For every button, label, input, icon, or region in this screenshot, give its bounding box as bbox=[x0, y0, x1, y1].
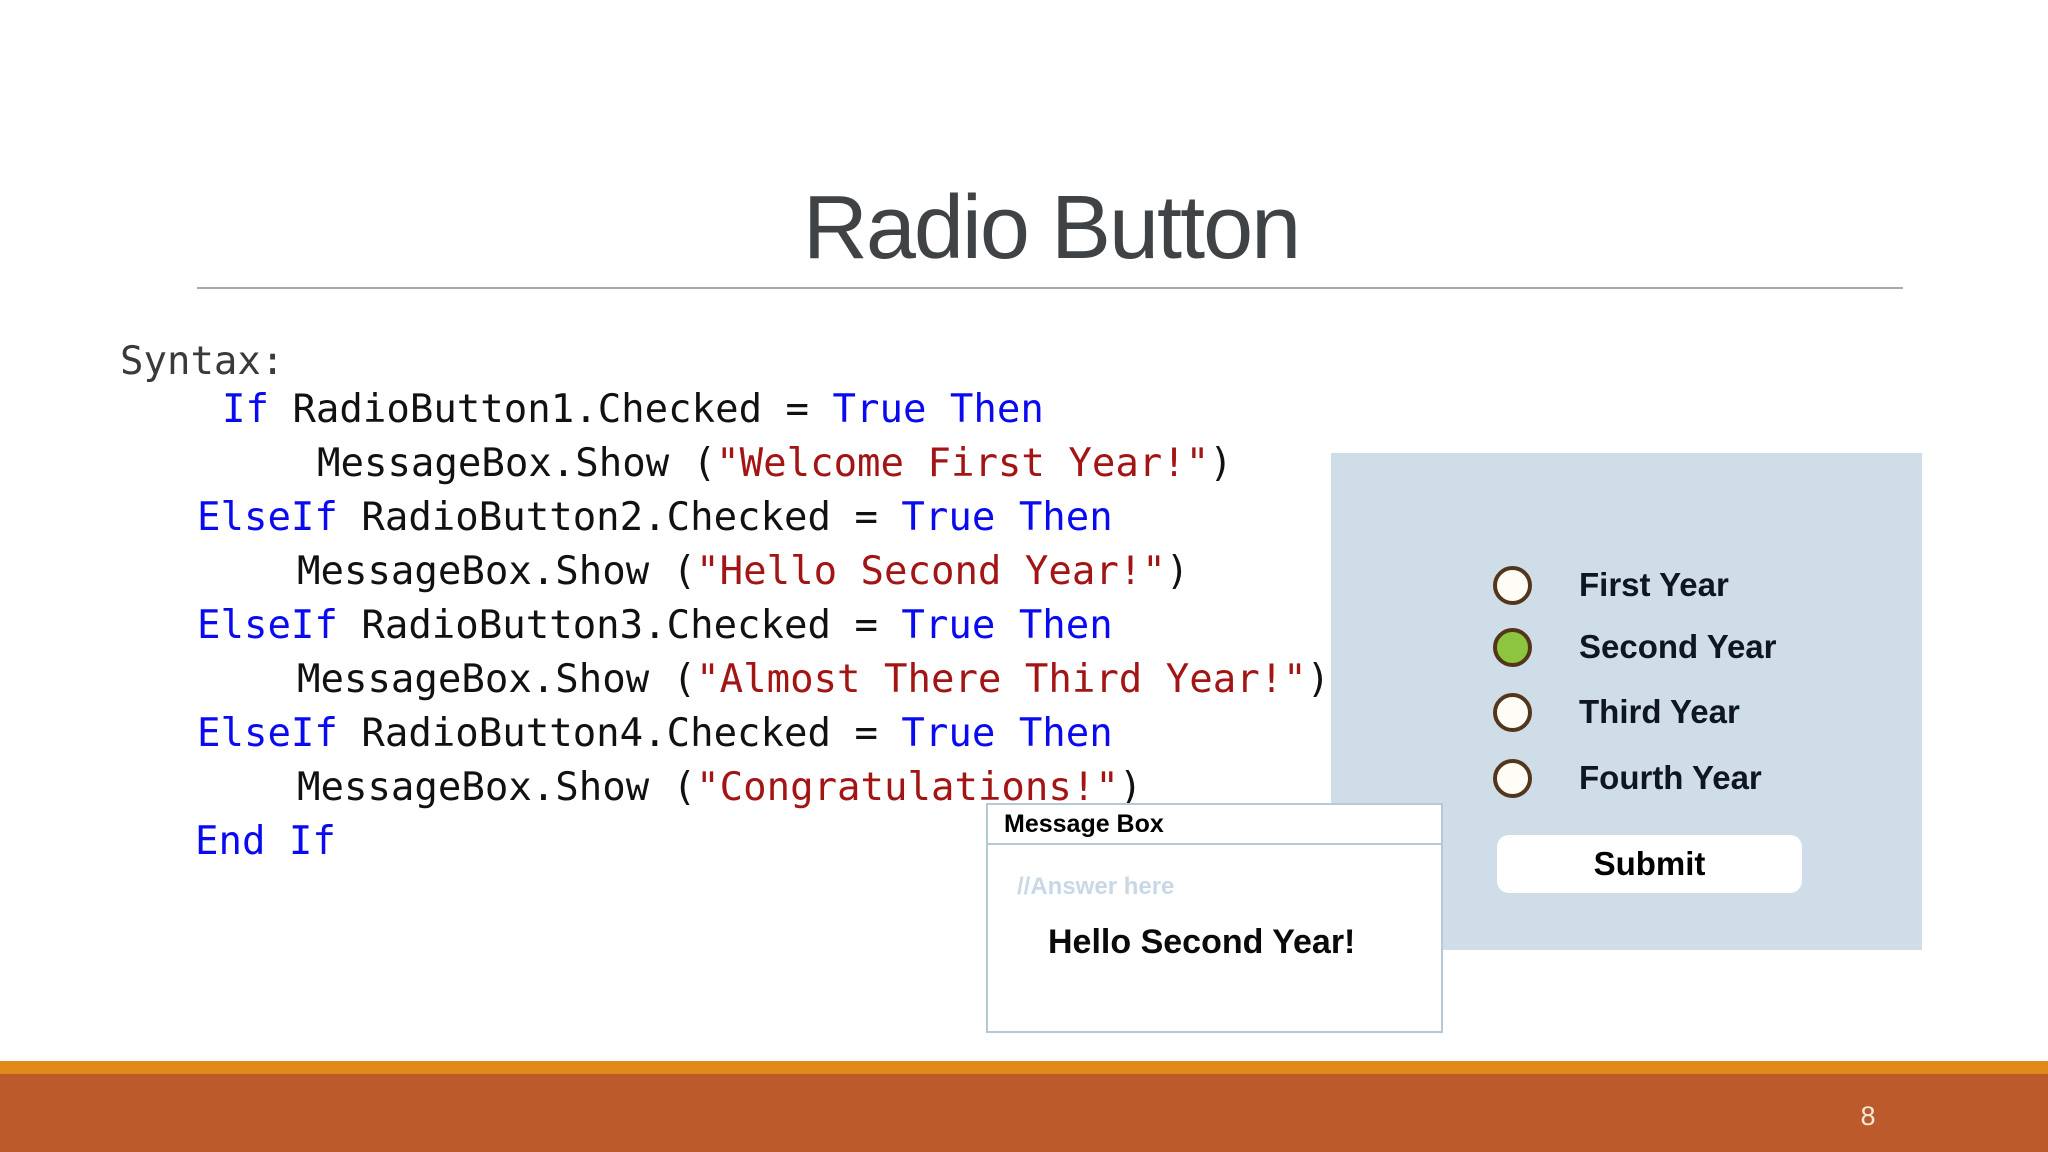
code-line: ElseIf RadioButton3.Checked = True Then bbox=[197, 599, 1113, 653]
code-line: MessageBox.Show ("Almost There Third Yea… bbox=[297, 653, 1330, 707]
code-text: ) bbox=[1165, 549, 1190, 594]
code-keyword: True Then bbox=[901, 603, 1113, 648]
code-text: RadioButton1.Checked = bbox=[268, 387, 833, 432]
code-text: MessageBox.Show ( bbox=[297, 549, 697, 594]
submit-button[interactable]: Submit bbox=[1497, 835, 1802, 893]
answer-placeholder: //Answer here bbox=[1017, 873, 1175, 900]
radio-option-label: Fourth Year bbox=[1579, 759, 1762, 796]
radio-unselected-icon[interactable] bbox=[1493, 692, 1532, 732]
code-line: ElseIf RadioButton2.Checked = True Then bbox=[197, 491, 1113, 545]
radio-unselected-icon[interactable] bbox=[1493, 565, 1532, 605]
code-text: MessageBox.Show ( bbox=[297, 765, 697, 810]
code-line: ElseIf RadioButton4.Checked = True Then bbox=[197, 707, 1113, 761]
radio-selected-icon[interactable] bbox=[1493, 627, 1532, 667]
code-keyword: ElseIf bbox=[197, 495, 338, 540]
page-number: 8 bbox=[1860, 1101, 1876, 1131]
radio-option-label: Second Year bbox=[1579, 628, 1777, 665]
code-line: If RadioButton1.Checked = True Then bbox=[222, 383, 1044, 437]
code-line: MessageBox.Show ("Hello Second Year!") bbox=[297, 545, 1189, 599]
code-line: MessageBox.Show ("Congratulations!") bbox=[297, 761, 1142, 815]
code-text: MessageBox.Show ( bbox=[317, 441, 717, 486]
message-text: Hello Second Year! bbox=[1048, 923, 1356, 961]
footer-band bbox=[0, 1074, 2048, 1152]
code-keyword: ElseIf bbox=[197, 603, 338, 648]
code-text: Syntax: bbox=[120, 339, 285, 384]
code-keyword: End If bbox=[195, 819, 336, 864]
radio-option-second-year[interactable]: Second Year bbox=[1493, 627, 1777, 667]
message-box-title: Message Box bbox=[1004, 809, 1164, 838]
code-text: ) bbox=[1306, 657, 1331, 702]
radio-unselected-icon[interactable] bbox=[1493, 758, 1532, 798]
message-box-window: Message Box //Answer here Hello Second Y… bbox=[986, 803, 1443, 1033]
code-text: MessageBox.Show ( bbox=[297, 657, 697, 702]
code-keyword: True Then bbox=[832, 387, 1044, 432]
code-line: End If bbox=[195, 815, 336, 869]
code-text: RadioButton4.Checked = bbox=[337, 711, 902, 756]
radio-option-fourth-year[interactable]: Fourth Year bbox=[1493, 758, 1762, 798]
code-text: RadioButton2.Checked = bbox=[337, 495, 902, 540]
footer-accent-strip bbox=[0, 1061, 2048, 1074]
code-string: "Almost There Third Year!" bbox=[696, 657, 1307, 702]
code-string: "Welcome First Year!" bbox=[716, 441, 1210, 486]
code-keyword: If bbox=[222, 387, 269, 432]
code-keyword: True Then bbox=[901, 711, 1113, 756]
code-text: ) bbox=[1209, 441, 1233, 486]
code-string: "Congratulations!" bbox=[696, 765, 1119, 810]
radio-option-label: Third Year bbox=[1579, 693, 1740, 730]
code-keyword: True Then bbox=[901, 495, 1113, 540]
title-divider bbox=[197, 287, 1903, 289]
radio-option-third-year[interactable]: Third Year bbox=[1493, 692, 1740, 732]
code-keyword: ElseIf bbox=[197, 711, 338, 756]
code-text: ) bbox=[1118, 765, 1143, 810]
code-text: RadioButton3.Checked = bbox=[337, 603, 902, 648]
message-box-titlebar: Message Box bbox=[988, 805, 1441, 845]
page-title: Radio Button bbox=[802, 178, 1301, 278]
radio-option-first-year[interactable]: First Year bbox=[1493, 565, 1729, 605]
radio-option-label: First Year bbox=[1579, 566, 1729, 603]
code-string: "Hello Second Year!" bbox=[696, 549, 1166, 594]
code-line: MessageBox.Show ("Welcome First Year!") bbox=[317, 437, 1233, 491]
code-line: Syntax: bbox=[120, 335, 284, 389]
